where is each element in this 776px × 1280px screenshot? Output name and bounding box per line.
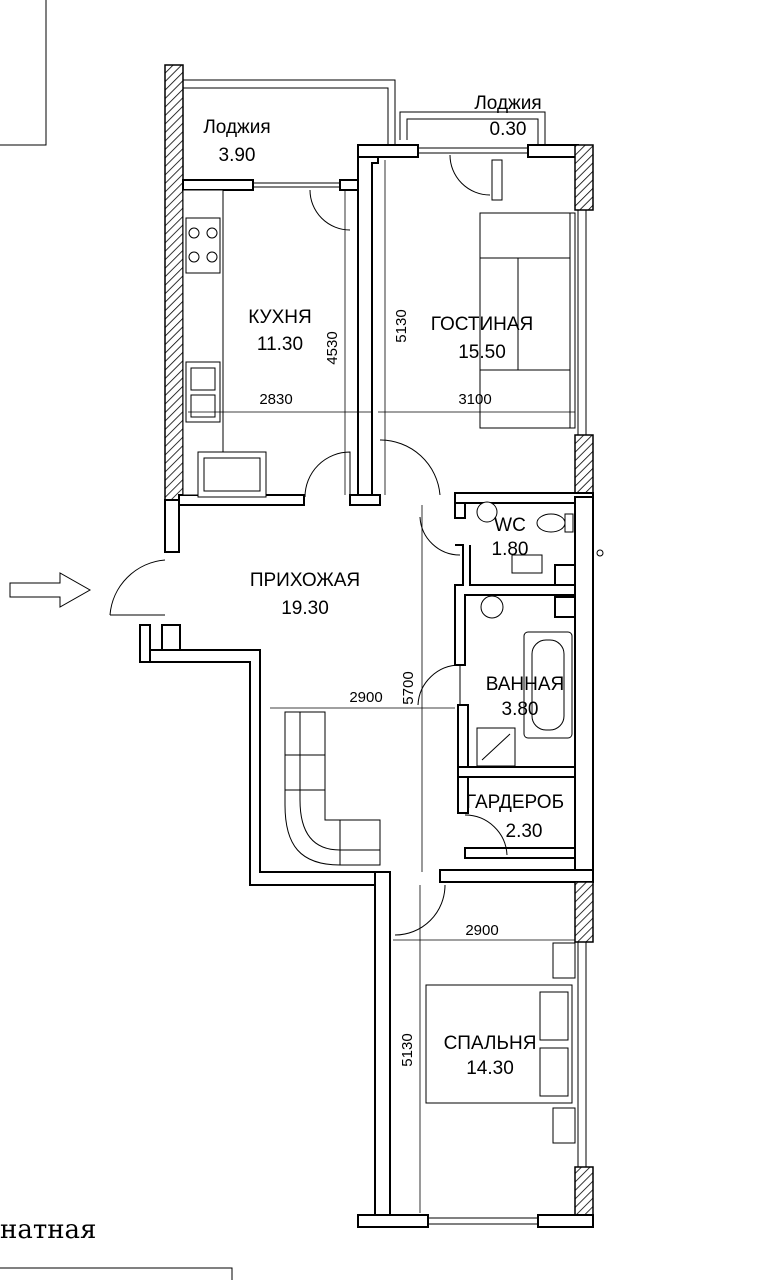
footer-frame: [0, 1267, 233, 1280]
bedroom-name: СПАЛЬНЯ: [444, 1033, 537, 1054]
wall-living-bottom: [454, 492, 594, 504]
dim-hall-depth: 5700: [400, 671, 417, 704]
wall-bath-left-lower: [457, 704, 469, 768]
wall-bedroom-bottom-b: [537, 1214, 594, 1228]
wall-kitchen-bottom-b: [349, 494, 381, 506]
wall-living-right-b: [574, 434, 594, 498]
dim-living-width: 3100: [458, 391, 491, 408]
loggia-living-area: 0.30: [490, 119, 527, 140]
living-area: 15.50: [458, 342, 506, 363]
wall-bedroom-left: [374, 871, 391, 1218]
dim-bedroom-width: 2900: [465, 922, 498, 939]
bath-name: ВАННАЯ: [486, 674, 565, 695]
wc-door: [419, 516, 461, 556]
wall-right-middle: [574, 496, 594, 878]
nightstand-top: [552, 942, 576, 979]
hall-name: ПРИХОЖАЯ: [250, 570, 360, 591]
wall-bedroom-top: [439, 869, 594, 883]
wardrobe-area: 2.30: [506, 821, 543, 842]
window-living-loggia: [417, 147, 529, 154]
kitchen-area: 11.30: [257, 334, 303, 355]
entrance-arrow-icon: [9, 572, 92, 608]
living-name: ГОСТИНАЯ: [431, 314, 533, 335]
wall-bedroom-right-a: [574, 881, 594, 943]
bath-door: [417, 664, 461, 706]
wall-wardrobe-bottom: [464, 847, 576, 859]
wall-living-right-a: [574, 144, 594, 211]
living-loggia-door: [449, 154, 491, 196]
wc-name: WC: [494, 515, 526, 536]
entrance-door: [109, 559, 166, 616]
wall-living-top-b: [527, 144, 579, 158]
wall-hall-left-lower: [161, 624, 181, 651]
wardrobe-door: [464, 814, 508, 856]
wall-living-top-a: [357, 144, 419, 158]
frame-corner: [0, 0, 47, 146]
loggia-kitchen-outline-inner: [183, 87, 389, 145]
loggia-living-outline: [399, 111, 546, 145]
wall-wc-bath: [454, 544, 576, 666]
kitchen-name: КУХНЯ: [248, 307, 311, 328]
loggia-kitchen-outline: [183, 79, 396, 145]
dim-living-depth: 5130: [393, 309, 410, 342]
loggia-living-name: Лоджия: [474, 93, 541, 114]
bath-sink-icon: [480, 595, 504, 619]
corner-sofa: [284, 711, 381, 866]
dim-bedroom-depth: 5130: [399, 1033, 416, 1066]
dim-kitchen-width: 2830: [259, 391, 292, 408]
bath-area: 3.80: [502, 699, 539, 720]
bedroom-door: [394, 884, 446, 936]
shaft-a: [554, 564, 576, 586]
dim-kitchen-depth: 4530: [324, 331, 341, 364]
shaft-b: [554, 596, 576, 618]
kitchen-loggia-door: [309, 189, 351, 231]
wall-bath-bottom: [457, 766, 576, 778]
dim-hall-width: 2900: [349, 689, 382, 706]
loggia-kitchen-name: Лоджия: [203, 117, 270, 138]
wc-basin-icon: [476, 501, 498, 523]
wc-area: 1.80: [492, 539, 529, 560]
wall-kitchen-living: [357, 144, 379, 501]
window-bedroom-right: [577, 941, 587, 1168]
stove-icon: [185, 217, 221, 274]
footer-caption: натная: [0, 1215, 96, 1245]
wall-hall-left-upper: [164, 499, 180, 553]
window-kitchen-loggia: [252, 182, 349, 188]
kitchen-door: [304, 451, 351, 498]
wall-kitchen-top-a: [182, 179, 254, 191]
wall-wardrobe-left: [457, 776, 469, 814]
window-bedroom-bottom: [427, 1217, 539, 1225]
wall-bedroom-bottom-a: [357, 1214, 429, 1228]
living-door: [379, 439, 441, 496]
window-living-right: [577, 209, 587, 436]
wardrobe-name: ГАРДЕРОБ: [466, 792, 564, 813]
loggia-living-outline-inner: [406, 118, 539, 145]
toilet-icon: [536, 513, 566, 533]
loggia-kitchen-area: 3.90: [219, 145, 256, 166]
wall-wc-left-a: [454, 502, 466, 519]
hall-area: 19.30: [281, 598, 329, 619]
wall-kitchen-left: [164, 64, 184, 501]
nightstand-bottom: [552, 1107, 576, 1144]
bedroom-area: 14.30: [466, 1058, 514, 1079]
wall-bedroom-right-b: [574, 1166, 594, 1218]
wall-hall-bottom-left: [139, 624, 151, 663]
wc-cabinet: [511, 554, 543, 574]
